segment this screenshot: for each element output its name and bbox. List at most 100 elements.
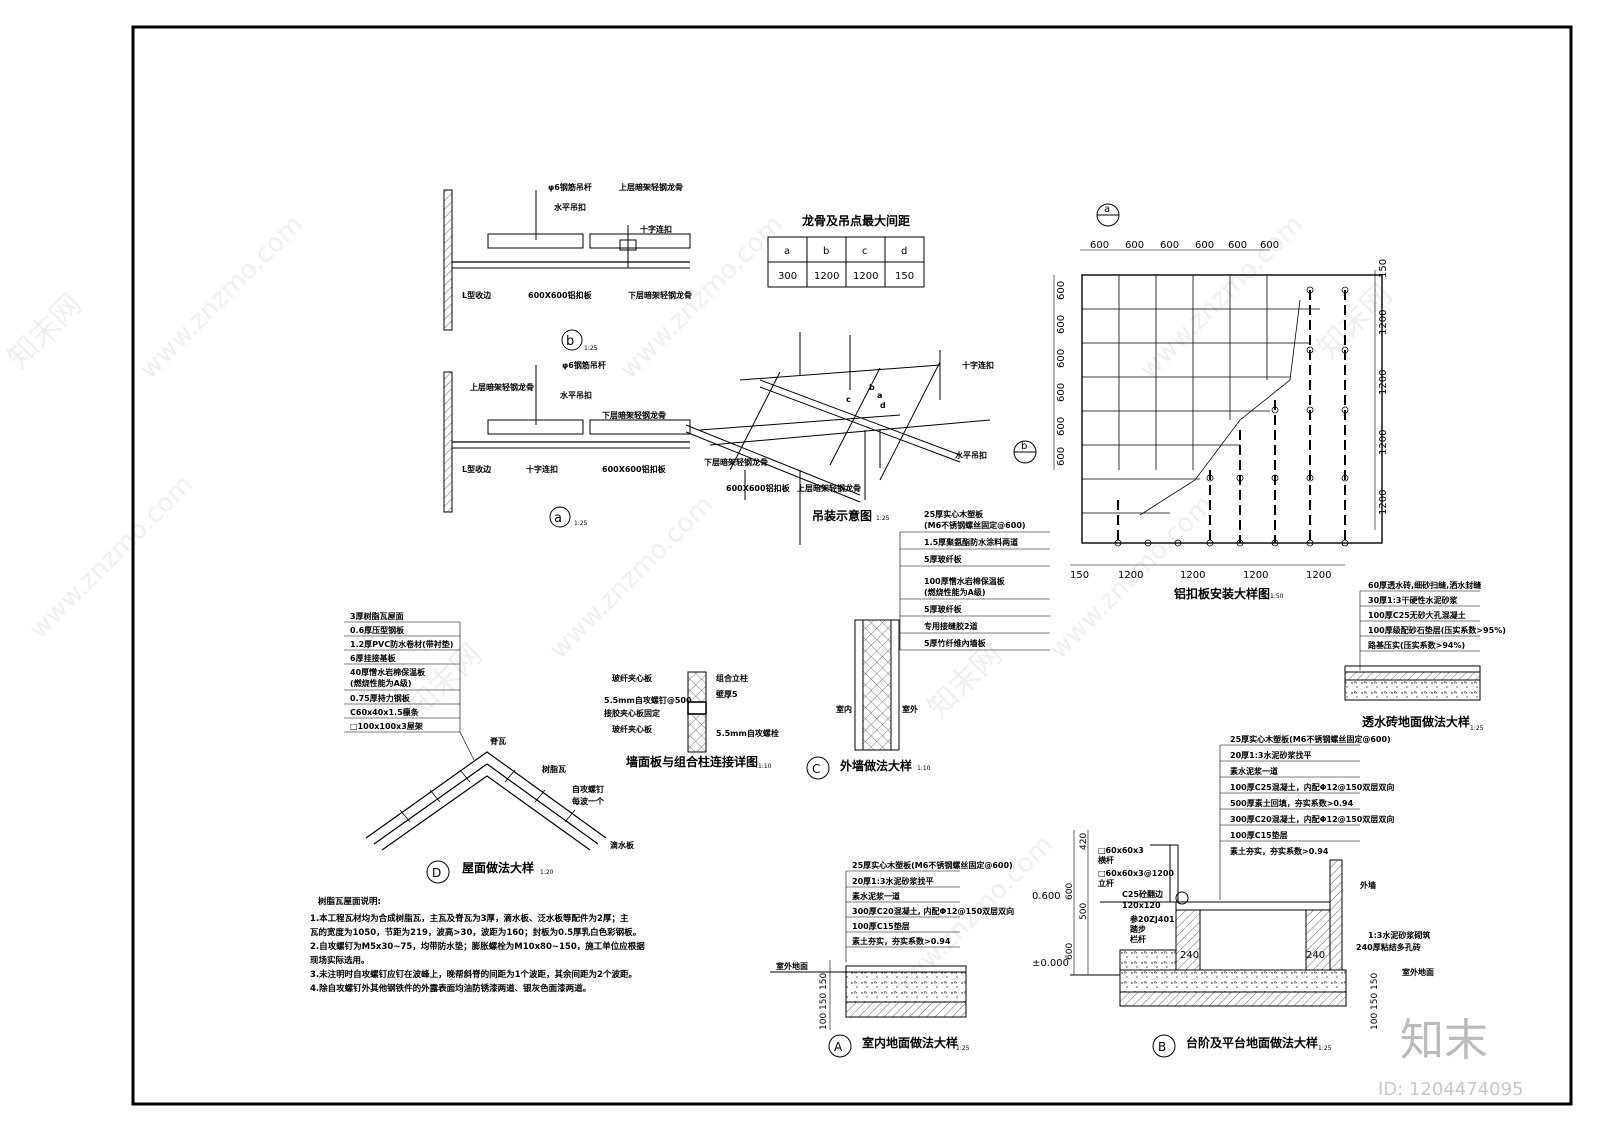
label: 5.5mm自攻螺栓 — [716, 728, 779, 738]
note: 外墙 — [1360, 880, 1376, 890]
ground-label: 室外地面 — [776, 961, 808, 971]
layer-label: (燃烧性能为A级) — [924, 587, 986, 597]
dim: 600 — [1065, 883, 1075, 900]
detail-marker: B — [1158, 1040, 1166, 1054]
panel-plan: 600 600 600 600 600 600 600 600 600 600 … — [1013, 203, 1389, 601]
note-line: 1.本工程瓦材均为合成树脂瓦，主瓦及脊瓦为3厚，滴水板、泛水板等配件为2厚；主 — [310, 913, 629, 924]
label: 下层暗架轻钢龙骨 — [628, 290, 692, 300]
scale: 1:50 — [1270, 593, 1284, 600]
dim: 150 — [1370, 973, 1380, 990]
dim-top: 600 — [1228, 240, 1247, 251]
note-line: 4.除自攻螺钉外其他钢铁件的外露表面均油防锈漆两道、银灰色面漆两道。 — [310, 983, 591, 994]
detail-title: 屋面做法大样 — [462, 860, 534, 875]
step-detail-b: 25厚实心木塑板(M6不锈钢螺丝固定@600) 20厚1:3水泥砂浆找平 素水泥… — [1032, 734, 1434, 1058]
scale: 1:25 — [584, 345, 598, 352]
dim-right: 1200 — [1378, 310, 1389, 335]
layer-label: 1.2厚PVC防水卷材(带衬垫) — [350, 639, 453, 649]
svg-text:www.znzmo.com: www.znzmo.com — [134, 210, 309, 385]
rail-label: 踏步 — [1130, 924, 1146, 934]
dim-top: 600 — [1160, 240, 1179, 251]
label: L型收边 — [462, 464, 492, 474]
table-title: 龙骨及吊点最大间距 — [802, 213, 910, 228]
dim: 150 — [1370, 993, 1380, 1010]
dim-bottom: 1200 — [1180, 570, 1205, 581]
dim-bottom: 1200 — [1243, 570, 1268, 581]
layer-label: 500厚素土回填，夯实系数>0.94 — [1230, 798, 1354, 808]
layer-label: 100厚级配砂石垫层(压实系数>95%) — [1368, 625, 1506, 635]
dim-left: 600 — [1056, 315, 1067, 334]
label: 十字连扣 — [640, 224, 672, 234]
dim-right: 1200 — [1378, 370, 1389, 395]
scale: 1:25 — [876, 515, 890, 522]
layer-label: 30厚1:3干硬性水泥砂浆 — [1368, 595, 1458, 605]
dim-right: 150 — [1378, 259, 1389, 278]
layer-label: 100厚C25无砂大孔混凝土 — [1368, 610, 1466, 620]
paver-detail: 60厚透水砖,细砂扫缝,洒水封缝 30厚1:3干硬性水泥砂浆 100厚C25无砂… — [1344, 580, 1506, 732]
scale: 1:25 — [1318, 1045, 1332, 1052]
spacing-table: 龙骨及吊点最大间距 a b c d 300 1200 1200 150 — [767, 213, 925, 288]
layer-label: C60x40x1.5檩条 — [350, 707, 420, 717]
dim-left: 600 — [1056, 383, 1067, 402]
label: 600X600铝扣板 — [726, 483, 791, 493]
layer-label: 5厚玻纤板 — [924, 554, 963, 564]
dim-right: 1200 — [1378, 430, 1389, 455]
detail-title: 外墙做法大样 — [840, 758, 912, 773]
layer-label: 60厚透水砖,细砂扫缝,洒水封缝 — [1368, 580, 1481, 590]
layer-label: 素土夯实，夯实系数>0.94 — [1230, 846, 1329, 856]
rail-label: 120x120 — [1122, 901, 1161, 910]
brand-logo: 知末 — [1400, 1015, 1488, 1066]
label: 下层暗架轻钢龙骨 — [704, 457, 768, 467]
detail-title: 墙面板与组合柱连接详图 — [626, 754, 758, 769]
label: 十字连扣 — [526, 464, 558, 474]
rail-label: 参20ZJ401 — [1129, 914, 1175, 924]
image-id: ID: 1204474095 — [1378, 1079, 1523, 1100]
rail-label: □60x60x3 — [1098, 846, 1144, 855]
note-line: 现场实际选用。 — [310, 955, 370, 966]
letter: a — [877, 391, 882, 400]
svg-text:www.znzmo.com: www.znzmo.com — [24, 470, 199, 645]
layer-label: 5厚玻纤板 — [924, 604, 963, 614]
dim: 100 — [1370, 1013, 1380, 1030]
level: ±0.000 — [1032, 958, 1069, 969]
note-line: 2.自攻螺钉为M5x30~75，均带防水垫；膨胀螺栓为M10x80~150，施工… — [310, 941, 645, 952]
dim: 100 — [819, 1013, 829, 1030]
label: 水平吊扣 — [954, 450, 987, 460]
layer-label: 素土夯实，夯实系数>0.94 — [852, 936, 951, 946]
callout: 每波一个 — [572, 796, 605, 806]
level: 0.600 — [1032, 891, 1061, 902]
label: 5.5mm自攻螺钉@500 — [604, 695, 692, 705]
scale: 1:25 — [1470, 725, 1484, 732]
svg-text:知末网: 知末网 — [401, 637, 489, 725]
label: 下层暗架轻钢龙骨 — [602, 410, 666, 420]
layer-label: 3厚树脂瓦屋面 — [350, 611, 404, 621]
label: 上层暗架轻钢龙骨 — [619, 182, 683, 192]
label: 水平吊扣 — [553, 202, 586, 212]
detail-marker: b — [566, 334, 574, 349]
layer-label: 40厚憎水岩棉保温板 — [350, 667, 426, 677]
dim-left: 600 — [1056, 281, 1067, 300]
layer-label: 5厚竹纤维內墙板 — [924, 638, 987, 648]
svg-text:www.znzmo.com: www.znzmo.com — [1134, 210, 1309, 385]
label: 接胶夹心板固定 — [604, 708, 660, 718]
dim-top: 600 — [1195, 240, 1214, 251]
letter: d — [880, 401, 886, 410]
label: L型收边 — [462, 290, 492, 300]
detail-marker: C — [812, 762, 820, 776]
dim: 420 — [1079, 833, 1089, 850]
scale: 1:25 — [574, 520, 588, 527]
rail-label: 横杆 — [1098, 855, 1114, 865]
label: 玻纤夹心板 — [612, 673, 653, 683]
dim-top: 600 — [1090, 240, 1109, 251]
table-cell: 1200 — [853, 271, 878, 282]
layer-label: 20厚1:3水泥砂浆找平 — [1230, 750, 1311, 760]
table-header: b — [823, 246, 829, 257]
label: 水平吊扣 — [559, 390, 592, 400]
label: φ6钢筋吊杆 — [562, 360, 606, 370]
dim: 240 — [1180, 950, 1199, 961]
detail-title: 透水砖地面做法大样 — [1362, 714, 1470, 729]
dim-right: 1200 — [1378, 490, 1389, 515]
callout: 自攻螺钉 — [572, 784, 604, 794]
layer-label: 300厚C20混凝土, 内配Φ12@150双层双向 — [852, 906, 1014, 916]
detail-marker: a — [554, 511, 562, 526]
ceiling-detail-a: φ6钢筋吊杆 上层暗架轻钢龙骨 水平吊扣 下层暗架轻钢龙骨 L型收边 十字连扣 … — [443, 360, 691, 528]
